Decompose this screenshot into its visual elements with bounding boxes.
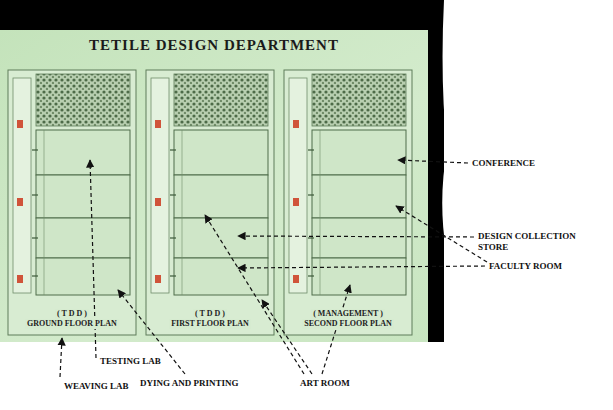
leader-arrow <box>238 236 474 237</box>
leader-arrow <box>205 215 304 374</box>
leader-arrow <box>238 266 485 268</box>
leader-arrow <box>262 300 312 374</box>
room-label: WEAVING LAB <box>64 381 129 391</box>
leader-arrow <box>60 338 62 377</box>
callout-box: DESIGN COLLECTION STORE <box>478 231 582 253</box>
dark-band <box>0 0 450 30</box>
leader-arrow <box>398 160 468 163</box>
plan-caption: ( T D D ) <box>55 309 89 319</box>
floor-plan: ( MANAGEMENT )SECOND FLOOR PLAN <box>284 70 412 335</box>
plan-caption: ( MANAGEMENT ) <box>311 309 385 319</box>
title-box: TETILE DESIGN DEPARTMENT <box>0 37 428 54</box>
plan-caption: ( T D D ) <box>193 309 227 319</box>
room-label: ART ROOM <box>300 378 350 388</box>
title: TETILE DESIGN DEPARTMENT <box>89 37 339 53</box>
leader-arrow <box>396 206 487 262</box>
leader-arrow <box>322 285 350 374</box>
callout-box: TESTING LAB <box>100 356 161 367</box>
plan-caption: FIRST FLOOR PLAN <box>169 319 251 329</box>
room-label: TESTING LAB <box>100 356 161 366</box>
white-patch <box>442 0 613 334</box>
callout-box: WEAVING LAB <box>64 381 129 392</box>
plan-caption: SECOND FLOOR PLAN <box>302 319 394 329</box>
green-panel <box>0 30 428 342</box>
floor-plan: ( T D D )GROUND FLOOR PLAN <box>8 70 136 335</box>
leader-lines <box>60 160 487 377</box>
room-label: DESIGN COLLECTION STORE <box>478 231 576 252</box>
callout-box: ART ROOM <box>300 378 350 389</box>
room-label: CONFERENCE <box>472 158 535 168</box>
plan-caption: GROUND FLOOR PLAN <box>25 319 119 329</box>
dark-band <box>428 0 444 342</box>
floor-plan: ( T D D )FIRST FLOOR PLAN <box>146 70 274 335</box>
floor-plan-drawing <box>284 70 412 335</box>
callout-box: FACULTY ROOM <box>489 261 562 272</box>
callout-box: CONFERENCE <box>472 158 535 169</box>
room-label: DYING AND PRINTING <box>140 378 239 388</box>
floor-plan-drawing <box>8 70 136 335</box>
callout-box: DYING AND PRINTING <box>140 378 239 389</box>
room-label: FACULTY ROOM <box>489 261 562 271</box>
